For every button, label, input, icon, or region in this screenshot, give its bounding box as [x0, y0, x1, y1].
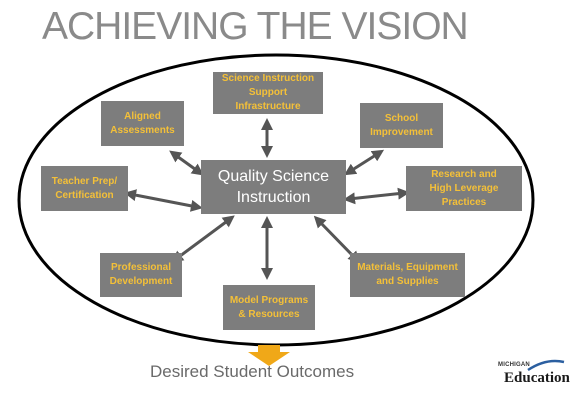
node-line: Science Instruction [221, 73, 315, 84]
node-line: Teacher Prep/ [51, 175, 118, 187]
node-model-programs: Model Programs & Resources [223, 285, 315, 330]
node-line: Assessments [110, 124, 175, 136]
node-teacher-prep: Teacher Prep/Certification [41, 166, 128, 211]
node-materials: Materials, Equipment and Supplies [350, 253, 465, 297]
node-line: School [384, 112, 419, 124]
node-line: Aligned [124, 110, 161, 122]
node-line: & Resources [238, 308, 300, 320]
node-line: and Supplies [376, 276, 439, 287]
node-line: Certification [55, 189, 114, 201]
node-line: High Leverage Practices [429, 182, 499, 208]
arrow-research [343, 187, 410, 205]
outcome-arrow [248, 345, 290, 366]
center-node: Quality Science Instruction [201, 160, 346, 214]
arrow-materials [313, 215, 361, 264]
center-line-1: Quality Science [217, 168, 330, 185]
logo-small-text: MICHIGAN [498, 362, 530, 368]
center-line-2: Instruction [236, 189, 311, 206]
node-line: Support Infrastructure [235, 87, 301, 112]
node-line: Research and [431, 168, 497, 180]
logo-big-text: Education [504, 370, 570, 386]
arrow-teacher-prep [124, 189, 203, 212]
node-line: Professional [110, 262, 171, 273]
node-line: Materials, Equipment [357, 262, 458, 273]
arrow-school-improvement [343, 149, 385, 176]
michigan-education-logo: MICHIGAN Education [498, 358, 574, 390]
arrow-aligned-assessments [169, 150, 204, 176]
outcome-label: Desired Student Outcomes [150, 362, 355, 381]
connector-arrows [124, 118, 410, 280]
slide-title: ACHIEVING THE VISION [42, 5, 469, 48]
node-line: Development [109, 276, 173, 287]
logo-swoosh-icon [527, 359, 565, 372]
node-line: Model Programs [229, 294, 309, 306]
node-line: Improvement [370, 126, 433, 138]
arrow-professional-development [171, 215, 235, 263]
